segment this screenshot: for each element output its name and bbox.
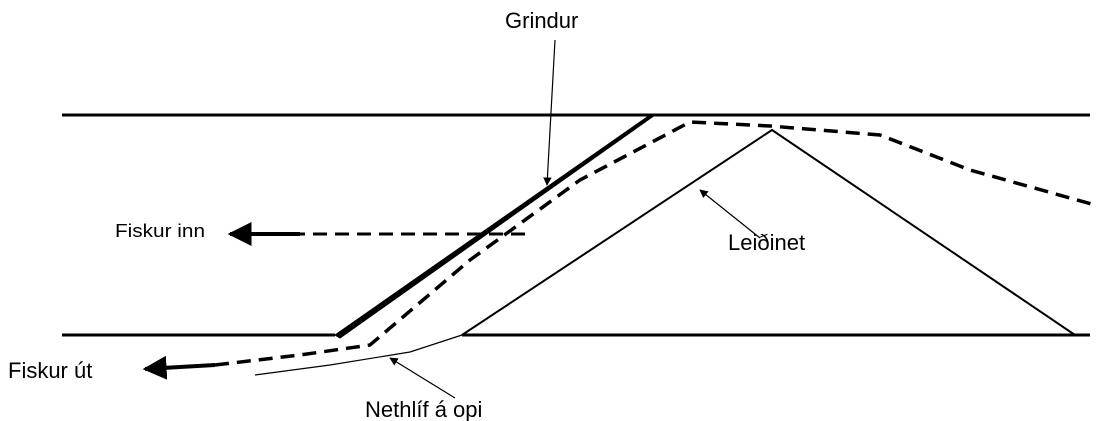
leidinet-leader-line [699, 189, 761, 239]
grindur-leader-line [543, 39, 556, 186]
grate-line [334, 114, 657, 339]
fish-out-arrow [142, 355, 216, 380]
label-leidinet: Leiðinet [728, 230, 805, 255]
label-nethlif: Nethlíf á opi [365, 397, 482, 421]
nethlif-leader-line [389, 357, 456, 399]
label-fiskur-inn: Fiskur inn [115, 221, 205, 241]
guide-net-triangle [461, 128, 1076, 336]
fish-path-dashed [214, 120, 1096, 367]
net-cover-line [254, 334, 463, 376]
label-fiskur-ut: Fiskur út [8, 358, 92, 383]
label-grindur: Grindur [505, 8, 578, 33]
